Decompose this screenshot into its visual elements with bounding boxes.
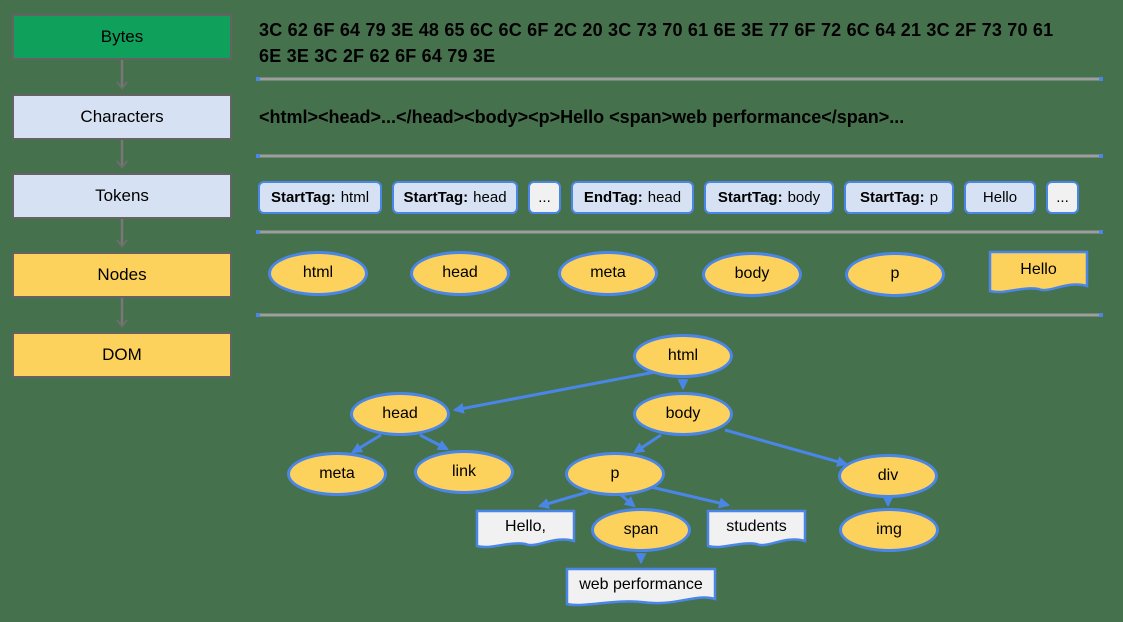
stage-label: Bytes [100, 27, 144, 46]
token-type-label: EndTag: [583, 189, 643, 206]
node-label: div [877, 467, 899, 484]
divider-endpoint [1099, 154, 1103, 158]
token-type-label: StartTag: [717, 189, 783, 206]
token-text: Hello [982, 189, 1018, 206]
tree-edge-body-p [633, 433, 662, 454]
node-ellipse-html: html [268, 250, 368, 296]
node-label: Hello, [505, 517, 546, 535]
node-label: body [665, 405, 701, 422]
tree-edge-head-link [419, 433, 449, 451]
tree-textnode-hello: Hello, [475, 509, 576, 553]
token-text: ... [1056, 189, 1069, 206]
tree-edge-body-div [724, 428, 849, 467]
stage-box-characters: Characters [12, 94, 232, 140]
stage-box-dom: DOM [12, 332, 232, 378]
node-label: html [667, 347, 699, 364]
divider-endpoint [1099, 230, 1103, 234]
token-box-ellipsis: ... [528, 181, 561, 214]
node-label: p [610, 465, 620, 482]
divider-endpoint [256, 77, 260, 81]
token-type-label: StartTag: [859, 189, 925, 206]
tree-node-link: link [414, 450, 514, 494]
node-label: Hello [1020, 260, 1057, 278]
stage-box-nodes: Nodes [12, 252, 232, 298]
token-value: body [787, 189, 821, 206]
tree-node-span: span [591, 508, 691, 552]
tree-node-html: html [633, 334, 733, 378]
stage-label: Nodes [97, 265, 147, 284]
tree-node-meta: meta [287, 452, 387, 496]
token-box-head: EndTag:head [571, 181, 694, 214]
node-label: head [382, 405, 418, 422]
node-textshape-hello: Hello [988, 250, 1089, 298]
token-type-label: StartTag: [270, 189, 336, 206]
token-box-head: StartTag:head [392, 181, 518, 214]
tree-textnode-students: students [706, 509, 807, 553]
divider-endpoint [256, 230, 260, 234]
stage-label: Tokens [95, 186, 149, 205]
section-dividers [256, 77, 1103, 317]
stage-box-bytes: Bytes [12, 14, 232, 60]
tree-node-img: img [839, 508, 939, 552]
token-box-p: StartTag:p [844, 181, 954, 214]
node-ellipse-p: p [845, 251, 945, 297]
tree-node-div: div [838, 454, 938, 498]
token-type-label: StartTag: [403, 189, 469, 206]
node-label: meta [590, 264, 626, 281]
node-label: link [451, 463, 476, 480]
node-ellipse-meta: meta [558, 250, 658, 296]
node-label: span [623, 521, 659, 538]
characters-text: <html><head>...</head><body><p>Hello <sp… [259, 107, 905, 127]
token-value: head [647, 189, 682, 206]
tree-edge-head-meta [351, 433, 382, 454]
tree-node-p: p [565, 452, 665, 496]
divider-endpoint [1099, 313, 1103, 317]
tree-edge-html-head [452, 370, 656, 414]
node-label: p [890, 265, 900, 282]
tree-edge-p-span [620, 493, 636, 508]
stage-label: DOM [102, 345, 142, 364]
token-box-html: StartTag:html [258, 181, 382, 214]
text-node-shape [706, 509, 807, 549]
text-node-shape [988, 250, 1089, 294]
divider-endpoint [256, 154, 260, 158]
node-label: body [734, 265, 770, 282]
token-box-ellipsis: ... [1046, 181, 1079, 214]
stage-label: Characters [80, 107, 164, 126]
token-box-body: StartTag:body [704, 181, 834, 214]
node-label: students [726, 517, 787, 535]
token-value: p [929, 189, 939, 206]
text-node-shape [565, 567, 717, 607]
node-ellipse-head: head [410, 250, 510, 296]
node-label: html [302, 264, 334, 281]
node-ellipse-body: body [702, 251, 802, 297]
tree-textnode-webperf: web performance [565, 567, 717, 611]
tree-edge-p-hello [537, 490, 589, 509]
bytes-hex-line-2: 6E 3E 3C 2F 62 6F 64 79 3E [259, 46, 496, 66]
stage-box-tokens: Tokens [12, 173, 232, 219]
token-text: ... [538, 189, 551, 206]
tree-node-body: body [633, 392, 733, 436]
token-box-text: Hello [964, 181, 1036, 214]
node-label: meta [319, 465, 355, 482]
tree-node-head: head [350, 392, 450, 436]
dom-tree-edges [351, 370, 894, 565]
token-value: html [340, 189, 370, 206]
divider-endpoint [1099, 77, 1103, 81]
node-label: img [876, 521, 902, 538]
text-node-shape [475, 509, 576, 549]
node-label: head [442, 264, 478, 281]
tree-edge-p-students [650, 485, 731, 509]
token-value: head [473, 189, 507, 206]
divider-endpoint [256, 313, 260, 317]
bytes-hex-line-1: 3C 62 6F 64 79 3E 48 65 6C 6C 6F 2C 20 3… [259, 20, 1054, 40]
node-label: web performance [579, 575, 703, 593]
